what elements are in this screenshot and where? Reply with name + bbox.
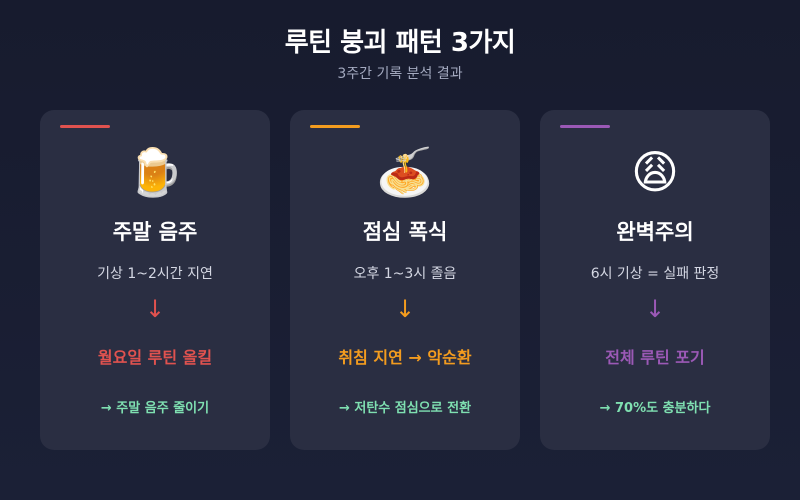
card-accent-bar bbox=[560, 125, 610, 128]
weary-face-icon: 😩 bbox=[631, 145, 679, 199]
pattern-card-perfectionism: 😩 완벽주의 6시 기상 = 실패 판정 ↓ 전체 루틴 포기 → 70%도 충… bbox=[540, 110, 770, 450]
spaghetti-icon: 🍝 bbox=[376, 145, 434, 199]
arrow-down-icon: ↓ bbox=[644, 295, 666, 323]
pattern-card-lunch-binge: 🍝 점심 폭식 오후 1~3시 졸음 ↓ 취침 지연 → 악순환 → 저탄수 점… bbox=[290, 110, 520, 450]
card-effect: 월요일 루틴 올킬 bbox=[97, 348, 213, 367]
card-cause: 오후 1~3시 졸음 bbox=[353, 266, 457, 282]
card-cause: 6시 기상 = 실패 판정 bbox=[590, 266, 720, 282]
arrow-down-icon: ↓ bbox=[144, 295, 166, 323]
card-cause: 기상 1~2시간 지연 bbox=[97, 266, 213, 282]
card-effect: 전체 루틴 포기 bbox=[605, 348, 705, 367]
card-accent-bar bbox=[60, 125, 110, 128]
beer-mug-icon: 🍺 bbox=[126, 145, 184, 199]
arrow-down-icon: ↓ bbox=[394, 295, 416, 323]
card-fix: → 70%도 충분하다 bbox=[599, 401, 711, 416]
card-fix: → 주말 음주 줄이기 bbox=[100, 401, 210, 416]
card-fix: → 저탄수 점심으로 전환 bbox=[338, 401, 472, 416]
card-effect: 취침 지연 → 악순환 bbox=[338, 348, 472, 367]
card-accent-bar bbox=[310, 125, 360, 128]
card-title: 점심 폭식 bbox=[362, 220, 448, 244]
page-title: 루틴 붕괴 패턴 3가지 bbox=[284, 28, 516, 58]
page-subtitle: 3주간 기록 분석 결과 bbox=[337, 66, 463, 82]
pattern-card-weekend-drinking: 🍺 주말 음주 기상 1~2시간 지연 ↓ 월요일 루틴 올킬 → 주말 음주 … bbox=[40, 110, 270, 450]
card-title: 주말 음주 bbox=[112, 220, 198, 244]
card-title: 완벽주의 bbox=[616, 220, 694, 244]
